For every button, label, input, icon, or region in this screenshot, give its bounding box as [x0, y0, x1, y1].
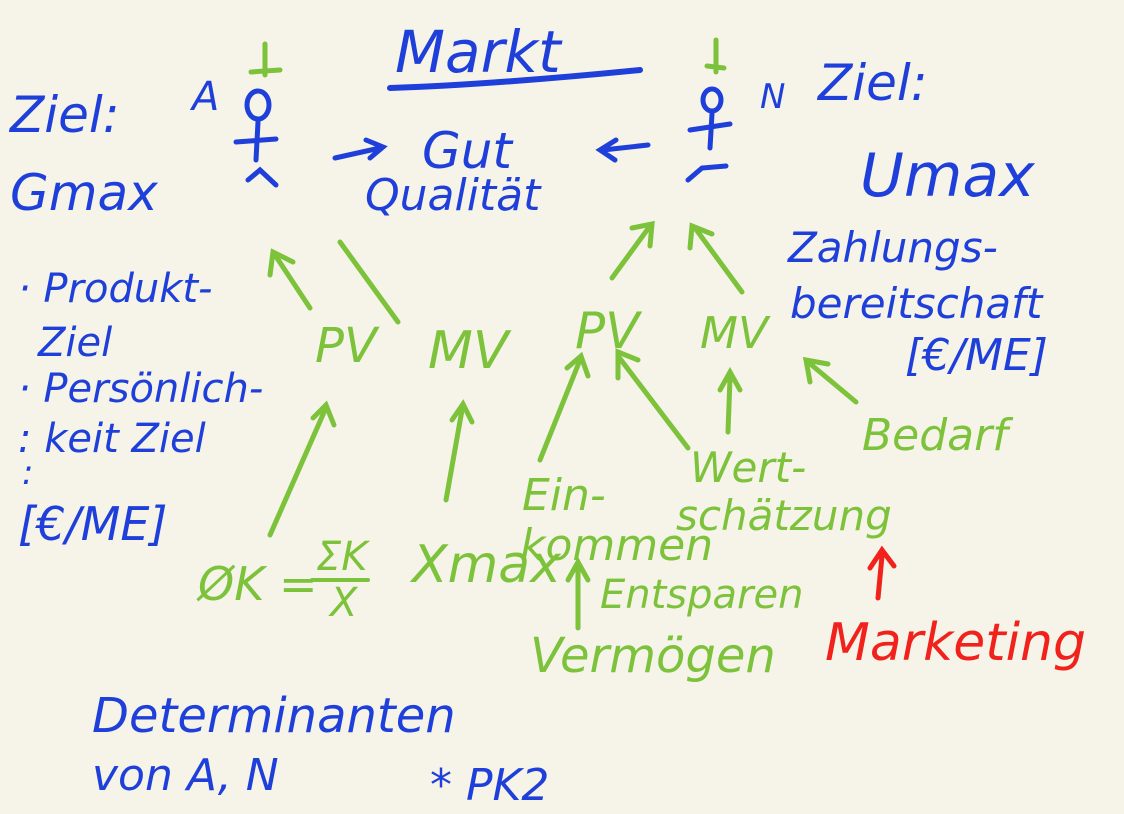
nachfrager-goal-umax: Umax	[860, 141, 1035, 211]
arrow-mv-to-nachfrager	[687, 222, 745, 295]
label-pv-left: PV	[315, 318, 380, 374]
arrow-marketing-to-wert	[867, 545, 897, 601]
nachfrager-figure-icon	[685, 86, 733, 183]
arrow-einkommen-to-pv	[537, 351, 591, 463]
anbieter-figure-icon	[233, 88, 279, 188]
label-einkommen-1: Ein-	[522, 470, 606, 521]
nachfrager-letter: N	[760, 77, 785, 117]
goal-item-produkt: · Produkt-	[18, 266, 213, 312]
goal-item-keit-ziel: : keit Ziel	[18, 416, 206, 462]
label-wert-2: schätzung	[676, 491, 892, 540]
label-entsparen: Entsparen	[600, 572, 803, 618]
title-underline	[387, 67, 643, 91]
nachfrager-down-mark	[704, 37, 727, 75]
nachfrager-unit: [€/ME]	[905, 330, 1048, 381]
arrow-xmax-to-mv	[443, 399, 475, 503]
label-pv-right: PV	[575, 302, 643, 360]
zahlung-line2: bereitschaft	[790, 279, 1044, 328]
nachfrager-ziel-label: Ziel:	[816, 54, 928, 112]
label-mv-right: MV	[700, 308, 771, 359]
label-bedarf: Bedarf	[862, 410, 1014, 461]
arrow-wert-to-mv	[717, 366, 743, 435]
anbieter-down-mark	[248, 41, 283, 78]
label-vermoegen: Vermögen	[530, 628, 776, 684]
label-einkommen-2: kommen	[520, 520, 713, 571]
formula-denominator: X	[328, 580, 359, 626]
formula-prefix: ØK =	[196, 557, 318, 611]
bottom-pk2: * PK2	[430, 760, 549, 811]
bottom-determinanten: Determinanten	[92, 688, 456, 744]
zahlung-line1: Zahlungs-	[787, 223, 998, 272]
arrow-pv-to-nachfrager	[609, 220, 655, 281]
goal-item-persoenlich: · Persönlich-	[18, 366, 263, 412]
center-qualitaet: Qualität	[365, 170, 542, 221]
arrow-vermoegen-to-einkommen	[565, 556, 591, 631]
arrow-wert-to-pv	[615, 348, 691, 451]
line-mv-to-anbieter	[337, 239, 401, 325]
arrow-anbieter-to-gut	[332, 137, 388, 161]
goal-item-dots: :	[22, 453, 33, 493]
anbieter-letter: A	[189, 74, 219, 120]
label-mv-left: MV	[428, 321, 512, 381]
formula-numerator: ΣK	[316, 534, 370, 580]
label-marketing: Marketing	[825, 613, 1086, 673]
bottom-von-an: von A, N	[92, 750, 279, 801]
arrow-nachfrager-to-gut	[595, 137, 651, 163]
title-markt: Markt	[395, 18, 563, 86]
arrow-pv-to-anbieter	[267, 248, 313, 311]
label-wert-1: Wert-	[690, 443, 806, 492]
center-gut: Gut	[422, 122, 514, 180]
goal-item-ziel: Ziel	[37, 320, 112, 366]
arrow-bedarf-to-mv	[802, 356, 859, 405]
anbieter-ziel-label: Ziel:	[8, 86, 120, 144]
arrow-formula-to-pv	[267, 400, 337, 538]
label-xmax: Xmax	[409, 535, 562, 595]
anbieter-unit: [€/ME]	[18, 497, 167, 551]
anbieter-goal-gmax: Gmax	[10, 164, 158, 222]
